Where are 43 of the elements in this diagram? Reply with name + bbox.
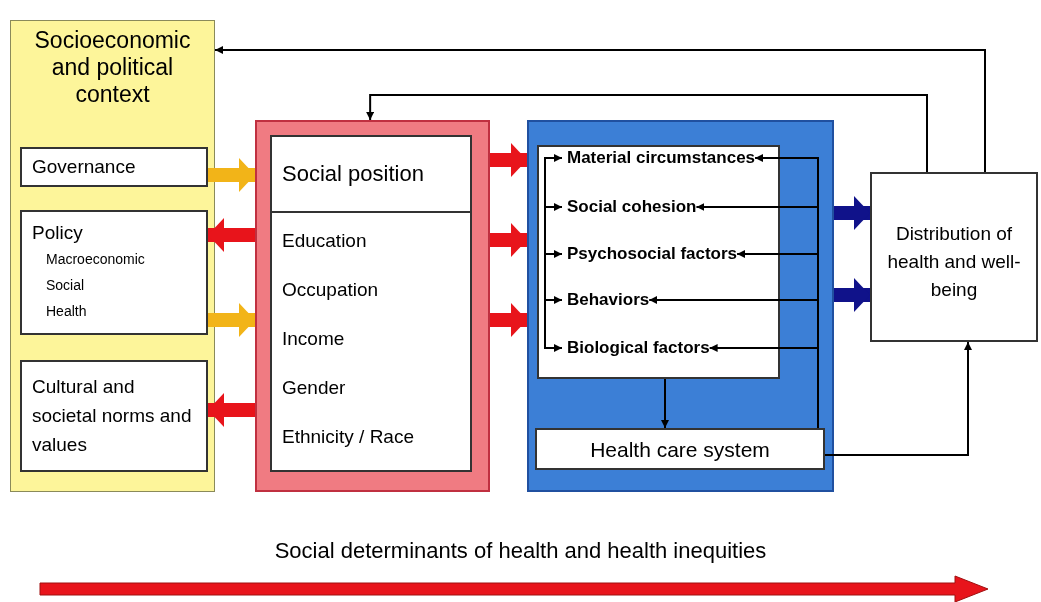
list-item: Income xyxy=(281,327,346,351)
list-item: Gender xyxy=(281,376,347,400)
heading-text: Socioeconomic and political context xyxy=(33,27,192,108)
process-box: Governance xyxy=(20,147,208,187)
heading-text: Policy xyxy=(32,221,84,245)
process-box: Health care system xyxy=(535,428,825,470)
process-box xyxy=(20,210,208,335)
block-arrow xyxy=(208,158,255,192)
block-arrow xyxy=(834,196,870,230)
arrow xyxy=(544,177,563,352)
list-item: Occupation xyxy=(281,278,380,302)
factor-label: Psychosocial factors xyxy=(562,241,738,267)
factor-label: Behaviors xyxy=(562,287,650,313)
arrow xyxy=(661,378,669,429)
factor-label: Social cohesion xyxy=(562,194,697,220)
arrow xyxy=(214,46,986,173)
arrow xyxy=(824,341,972,456)
arrow xyxy=(544,154,563,179)
block-arrow xyxy=(208,393,255,427)
outcome-box: Distribution of health and well-being xyxy=(870,172,1038,342)
caption-text: Social determinants of health and health inequities xyxy=(273,538,768,564)
block-arrow xyxy=(208,303,255,337)
arrow xyxy=(366,94,928,173)
heading-text: Social position xyxy=(272,137,470,213)
list-item: Education xyxy=(281,229,368,253)
position-frame xyxy=(255,120,490,492)
list-item: Macroeconomic xyxy=(45,250,146,269)
list-item: Social xyxy=(45,276,86,295)
factor-label: Material circumstances xyxy=(562,145,756,171)
block-arrow xyxy=(208,218,255,252)
position-box xyxy=(270,135,472,472)
process-box: Cultural and societal norms and values xyxy=(20,360,208,472)
block-arrow xyxy=(490,223,527,257)
factor-label: Biological factors xyxy=(562,335,710,361)
block-arrow xyxy=(834,278,870,312)
list-item: Ethnicity / Race xyxy=(281,425,415,449)
block-arrow xyxy=(490,303,527,337)
factors-box xyxy=(537,145,780,379)
arrow xyxy=(708,344,819,429)
block-arrow xyxy=(490,143,527,177)
context-panel xyxy=(10,20,215,492)
list-item: Health xyxy=(45,302,88,321)
determinants-panel xyxy=(527,120,834,492)
